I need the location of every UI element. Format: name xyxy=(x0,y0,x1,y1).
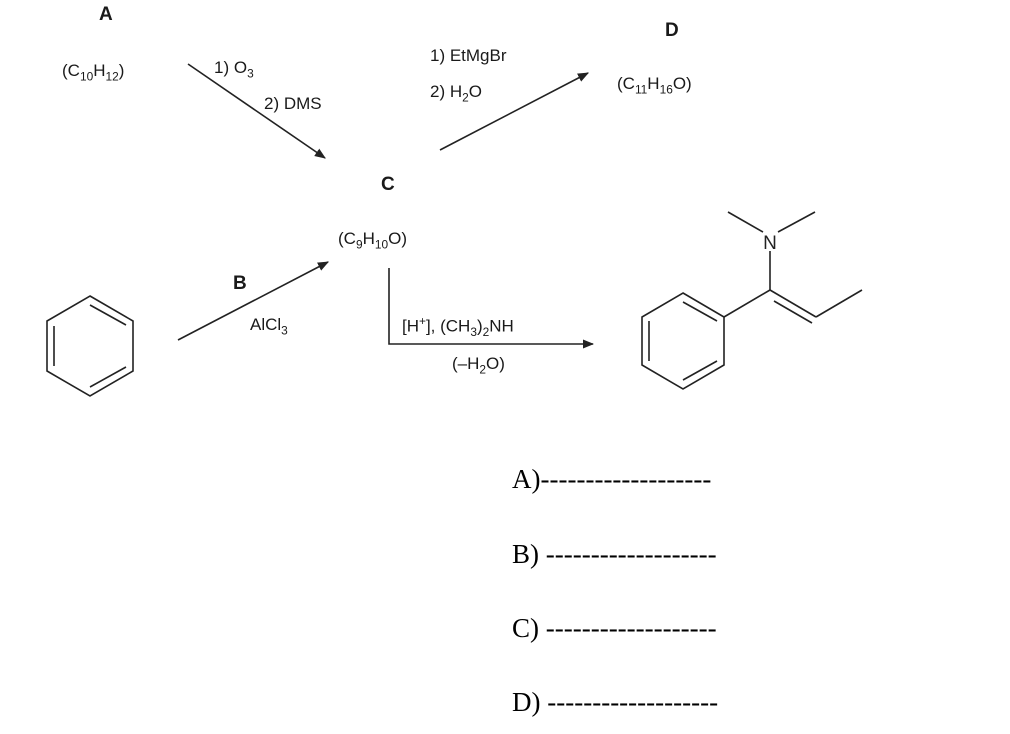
arrow-a-to-c xyxy=(187,63,326,159)
nitrogen-label: N xyxy=(763,233,777,254)
answer-a-key: A) xyxy=(512,464,541,494)
answer-c-key: C) xyxy=(512,613,539,643)
compound-d-formula: (C11H16O) xyxy=(617,74,692,97)
grignard-step2: 2) H2O xyxy=(430,82,482,105)
answer-c: C) ------------------- xyxy=(512,613,717,644)
answer-c-blank[interactable]: ------------------- xyxy=(545,613,717,643)
benzene-structure xyxy=(46,295,134,397)
answer-b-blank[interactable]: ------------------- xyxy=(545,539,717,569)
arrow-benzene-to-c xyxy=(177,261,329,341)
arrow-c-to-d xyxy=(439,72,589,151)
ozonolysis-step1: 1) O3 xyxy=(214,58,254,81)
ozonolysis-step2: 2) DMS xyxy=(264,94,322,113)
enamine-reagents: [H+], (CH3)2NH xyxy=(402,314,514,340)
arrow-c-to-enamine xyxy=(388,268,595,349)
answer-b-key: B) xyxy=(512,539,539,569)
compound-a-formula: (C10H12) xyxy=(62,61,125,84)
compound-c-label: C xyxy=(381,174,395,195)
answer-a: A)------------------- xyxy=(512,464,711,495)
friedel-crafts-catalyst: AlCl3 xyxy=(250,315,288,338)
compound-c-formula: (C9H10O) xyxy=(338,229,407,252)
compound-a-label: A xyxy=(99,4,113,25)
answer-d-key: D) xyxy=(512,687,541,717)
grignard-step1: 1) EtMgBr xyxy=(430,46,507,65)
compound-b-label: B xyxy=(233,273,247,294)
enamine-product-structure xyxy=(641,211,863,390)
answer-d: D) ------------------- xyxy=(512,687,718,718)
enamine-byproduct: (–H2O) xyxy=(452,354,505,377)
answer-b: B) ------------------- xyxy=(512,539,717,570)
answer-d-blank[interactable]: ------------------- xyxy=(547,687,719,717)
answer-a-blank[interactable]: ------------------- xyxy=(540,464,712,494)
compound-d-label: D xyxy=(665,20,679,41)
